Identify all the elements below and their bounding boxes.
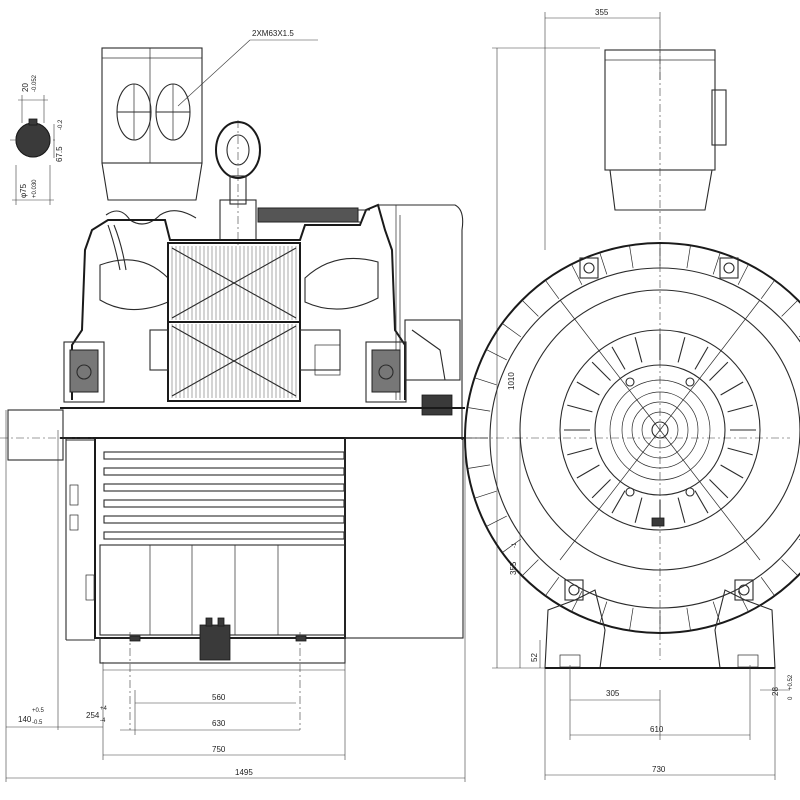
radial-fin: [475, 377, 497, 386]
radial-fin: [522, 559, 539, 576]
cooling-fin: [103, 499, 345, 508]
front-view: 355 1010 355 -1 52: [464, 8, 800, 780]
shaft-diameter-tolerance: +0.030: [32, 179, 38, 198]
thread-spec-label: 2XM63X1.5: [252, 29, 294, 38]
radial-fin: [545, 576, 560, 596]
dim-730: 730: [652, 765, 666, 774]
radial-fin: [686, 607, 691, 630]
dim-254-tol-bot: -4: [100, 718, 106, 724]
dim-28-tol-bot: 0: [788, 696, 794, 700]
cowl-slot: [567, 404, 593, 413]
shaft-diameter-label: φ75: [19, 183, 28, 198]
radial-fin: [502, 323, 522, 338]
dim-630: 630: [212, 719, 226, 728]
dim-750: 750: [212, 745, 226, 754]
dim-610: 610: [650, 725, 664, 734]
radial-fin: [629, 246, 634, 269]
dim-140-tol-bot: -0.5: [32, 720, 43, 726]
radial-fin: [475, 490, 497, 499]
cowl-slot: [576, 381, 600, 396]
cooling-fin: [103, 451, 345, 460]
shaft-section-detail: 20 -0.052 67.5 -0.2 φ75 +0.030: [10, 74, 64, 205]
radial-fin: [712, 253, 721, 275]
radial-fin: [781, 300, 798, 317]
radial-fin: [629, 607, 634, 630]
radial-fin: [468, 407, 491, 412]
side-view: 2XM63X1.5: [0, 29, 520, 782]
cowl-slot: [576, 464, 600, 479]
cowl-slot: [727, 447, 753, 456]
cooling-fin: [103, 531, 345, 540]
cowl-slot: [591, 361, 611, 381]
cowl-slot: [727, 404, 753, 413]
dim-140: 140: [18, 715, 32, 724]
cooling-fin: [103, 515, 345, 524]
radial-fin: [760, 576, 775, 596]
radial-fin: [486, 515, 507, 527]
dim-1495: 1495: [235, 768, 253, 777]
dim-355-center-tol: -1: [512, 542, 518, 548]
shaft-key-depth-label: 67.5: [55, 146, 64, 162]
dim-305: 305: [606, 689, 620, 698]
cowl-slot: [611, 490, 626, 514]
radial-fin: [545, 280, 560, 300]
dim-355-top: 355: [595, 8, 609, 17]
cowl-slot: [720, 464, 744, 479]
dim-28: 28: [771, 687, 780, 696]
cowl-slot: [694, 490, 709, 514]
radial-fin: [760, 280, 775, 300]
shaft-key-width-label: 20: [21, 83, 30, 92]
cowl-slot: [591, 479, 611, 499]
radial-fin: [599, 601, 608, 623]
radial-fin: [781, 559, 798, 576]
dim-52: 52: [530, 653, 539, 662]
shaft-key-depth-tolerance: -0.2: [58, 119, 64, 130]
dim-560: 560: [212, 693, 226, 702]
cowl-slot: [709, 479, 729, 499]
cowl-slot: [567, 447, 593, 456]
cowl-slot: [720, 381, 744, 396]
cowl-slot: [694, 346, 709, 370]
cowl-slot: [677, 337, 686, 363]
dim-28-tol-top: +0.52: [788, 674, 794, 690]
shaft-key-width-tolerance: -0.052: [32, 74, 38, 92]
radial-fin: [737, 591, 749, 612]
radial-fin: [571, 264, 583, 285]
dim-254-tol-top: +4: [100, 706, 108, 712]
radial-fin: [486, 349, 507, 361]
radial-fin: [599, 253, 608, 275]
cowl-slot: [709, 361, 729, 381]
cowl-slot: [634, 497, 643, 523]
dim-1010: 1010: [507, 372, 516, 390]
radial-fin: [686, 246, 691, 269]
radial-fin: [522, 300, 539, 317]
cowl-slot: [677, 497, 686, 523]
cowl-slot: [611, 346, 626, 370]
radial-fin: [502, 538, 522, 553]
radial-fin: [737, 264, 749, 285]
radial-fin: [468, 464, 491, 469]
radial-fin: [712, 601, 721, 623]
cowl-slot: [634, 337, 643, 363]
dim-254: 254: [86, 711, 100, 720]
cooling-fin: [103, 483, 345, 492]
cooling-fin: [103, 467, 345, 476]
radial-fin: [571, 591, 583, 612]
dim-140-tol-top: +0.5: [32, 708, 45, 714]
